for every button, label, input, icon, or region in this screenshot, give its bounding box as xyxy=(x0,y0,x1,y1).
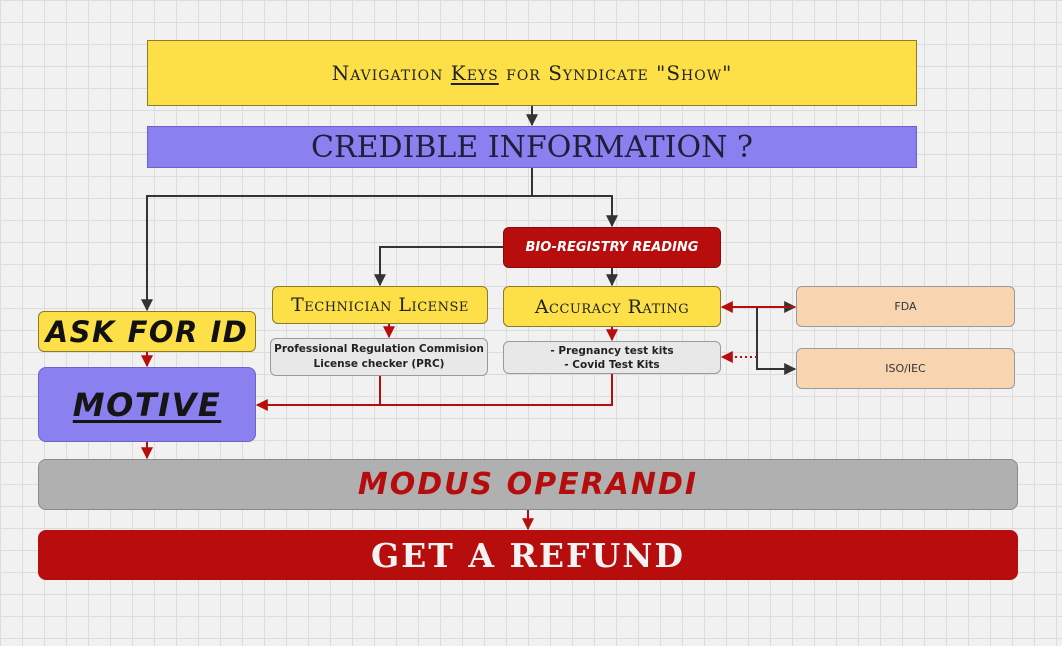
ask-for-id-label: ASK FOR ID xyxy=(45,314,249,349)
accuracy-rating-label: Accuracy Rating xyxy=(534,295,690,318)
title-text: Navigation Keys for Syndicate "Show" xyxy=(332,61,733,85)
title-underlined-word: Keys xyxy=(450,61,499,85)
iso-iec-box[interactable]: ISO/IEC xyxy=(796,348,1015,389)
test-kits-box[interactable]: - Pregnancy test kits - Covid Test Kits xyxy=(503,341,721,374)
prc-line-2: License checker (PRC) xyxy=(313,358,445,370)
title-prefix: Navigation xyxy=(331,61,451,85)
bio-registry-box[interactable]: BIO-REGISTRY READING xyxy=(503,227,721,268)
motive-label: MOTIVE xyxy=(72,385,222,424)
fda-label: FDA xyxy=(894,300,917,313)
accuracy-rating-box[interactable]: Accuracy Rating xyxy=(503,286,721,327)
prc-text: Professional Regulation Commision Licens… xyxy=(274,342,484,372)
fda-box[interactable]: FDA xyxy=(796,286,1015,327)
motive-box[interactable]: MOTIVE xyxy=(38,367,256,442)
get-a-refund-box[interactable]: GET A REFUND xyxy=(38,530,1018,580)
kits-text: - Pregnancy test kits - Covid Test Kits xyxy=(550,344,673,372)
technician-license-box[interactable]: Technician License xyxy=(272,286,488,324)
connector-credible-to-askid xyxy=(141,168,533,312)
technician-license-label: Technician License xyxy=(291,294,469,316)
connector-accuracy-to-iso xyxy=(756,307,797,375)
prc-license-checker-box[interactable]: Professional Regulation Commision Licens… xyxy=(270,338,488,376)
prc-line-1: Professional Regulation Commision xyxy=(274,343,484,355)
credible-information-label: CREDIBLE INFORMATION ? xyxy=(311,129,753,165)
connector-credible-to-bio xyxy=(532,195,618,228)
kits-line-1: - Pregnancy test kits xyxy=(550,344,674,357)
kits-line-2: - Covid Test Kits xyxy=(564,358,660,371)
connector-bio-to-technician xyxy=(374,246,503,287)
iso-iec-label: ISO/IEC xyxy=(885,362,926,375)
title-suffix: for Syndicate "Show" xyxy=(498,61,733,85)
title-box[interactable]: Navigation Keys for Syndicate "Show" xyxy=(147,40,917,106)
get-a-refund-label: GET A REFUND xyxy=(370,535,686,575)
modus-operandi-label: MODUS OPERANDI xyxy=(357,467,699,502)
bio-registry-label: BIO-REGISTRY READING xyxy=(525,240,699,255)
credible-information-box[interactable]: CREDIBLE INFORMATION ? xyxy=(147,126,917,168)
modus-operandi-box[interactable]: MODUS OPERANDI xyxy=(38,459,1018,510)
connector-kits-to-motive xyxy=(255,374,613,411)
ask-for-id-box[interactable]: ASK FOR ID xyxy=(38,311,256,352)
